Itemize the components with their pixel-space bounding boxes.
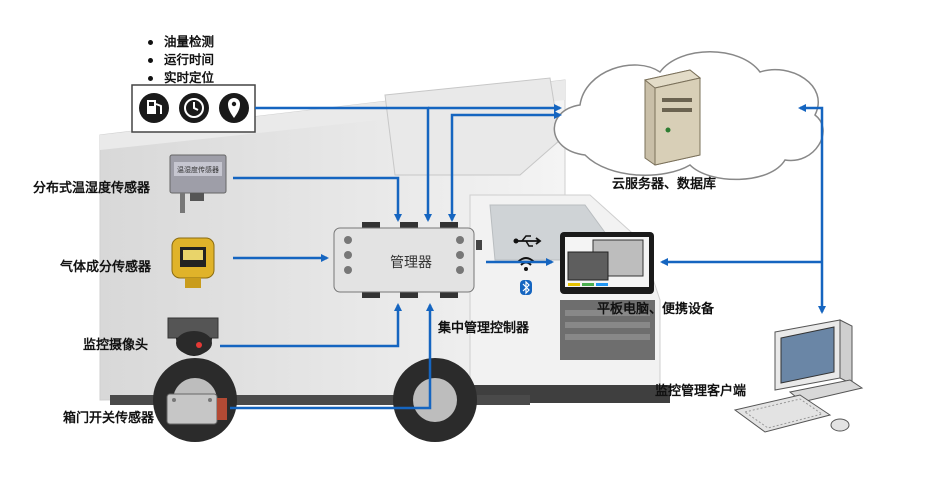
tablet-device bbox=[560, 232, 654, 294]
door-sensor-label: 箱门开关传感器 bbox=[63, 411, 155, 426]
temp-sensor-plate-text: 温湿度传感器 bbox=[177, 165, 219, 174]
door-switch-sensor-device bbox=[166, 393, 227, 425]
feature-list: 油量检测 运行时间 实时定位 bbox=[148, 33, 214, 87]
camera-label: 监控摄像头 bbox=[83, 338, 149, 353]
controller-inner-label: 管理器 bbox=[390, 255, 432, 271]
temp-sensor-label: 分布式温湿度传感器 bbox=[33, 181, 151, 196]
arrow-cloud-pc bbox=[798, 104, 826, 314]
temp-humidity-sensor-device bbox=[169, 154, 227, 213]
tablet-label: 平板电脑、便携设备 bbox=[597, 302, 715, 317]
controller-device bbox=[333, 222, 482, 298]
cloud-label: 云服务器、数据库 bbox=[612, 177, 717, 192]
desktop-pc-device bbox=[733, 319, 864, 433]
server-icon bbox=[643, 69, 702, 166]
fuel-pump-icon bbox=[139, 93, 169, 123]
location-pin-icon bbox=[219, 93, 249, 123]
controller-label: 集中管理控制器 bbox=[438, 321, 530, 336]
pc-label: 监控管理客户端 bbox=[655, 384, 747, 399]
clock-icon bbox=[179, 93, 209, 123]
usb-icon bbox=[513, 235, 542, 247]
feature-item: 运行时间 bbox=[148, 51, 214, 69]
arrow-controller-cloud bbox=[448, 111, 562, 222]
gas-sensor-device bbox=[171, 237, 215, 288]
bluetooth-icon bbox=[520, 280, 532, 295]
connection-arrows bbox=[220, 104, 826, 410]
surveillance-camera-device bbox=[167, 317, 219, 356]
arrow-door-to-controller bbox=[230, 303, 434, 410]
arrow-camera-to-controller bbox=[220, 303, 402, 348]
gas-sensor-label: 气体成分传感器 bbox=[60, 260, 152, 275]
feature-item: 实时定位 bbox=[148, 69, 214, 87]
arrow-temp-to-controller bbox=[233, 176, 402, 222]
feature-item: 油量检测 bbox=[148, 33, 214, 51]
